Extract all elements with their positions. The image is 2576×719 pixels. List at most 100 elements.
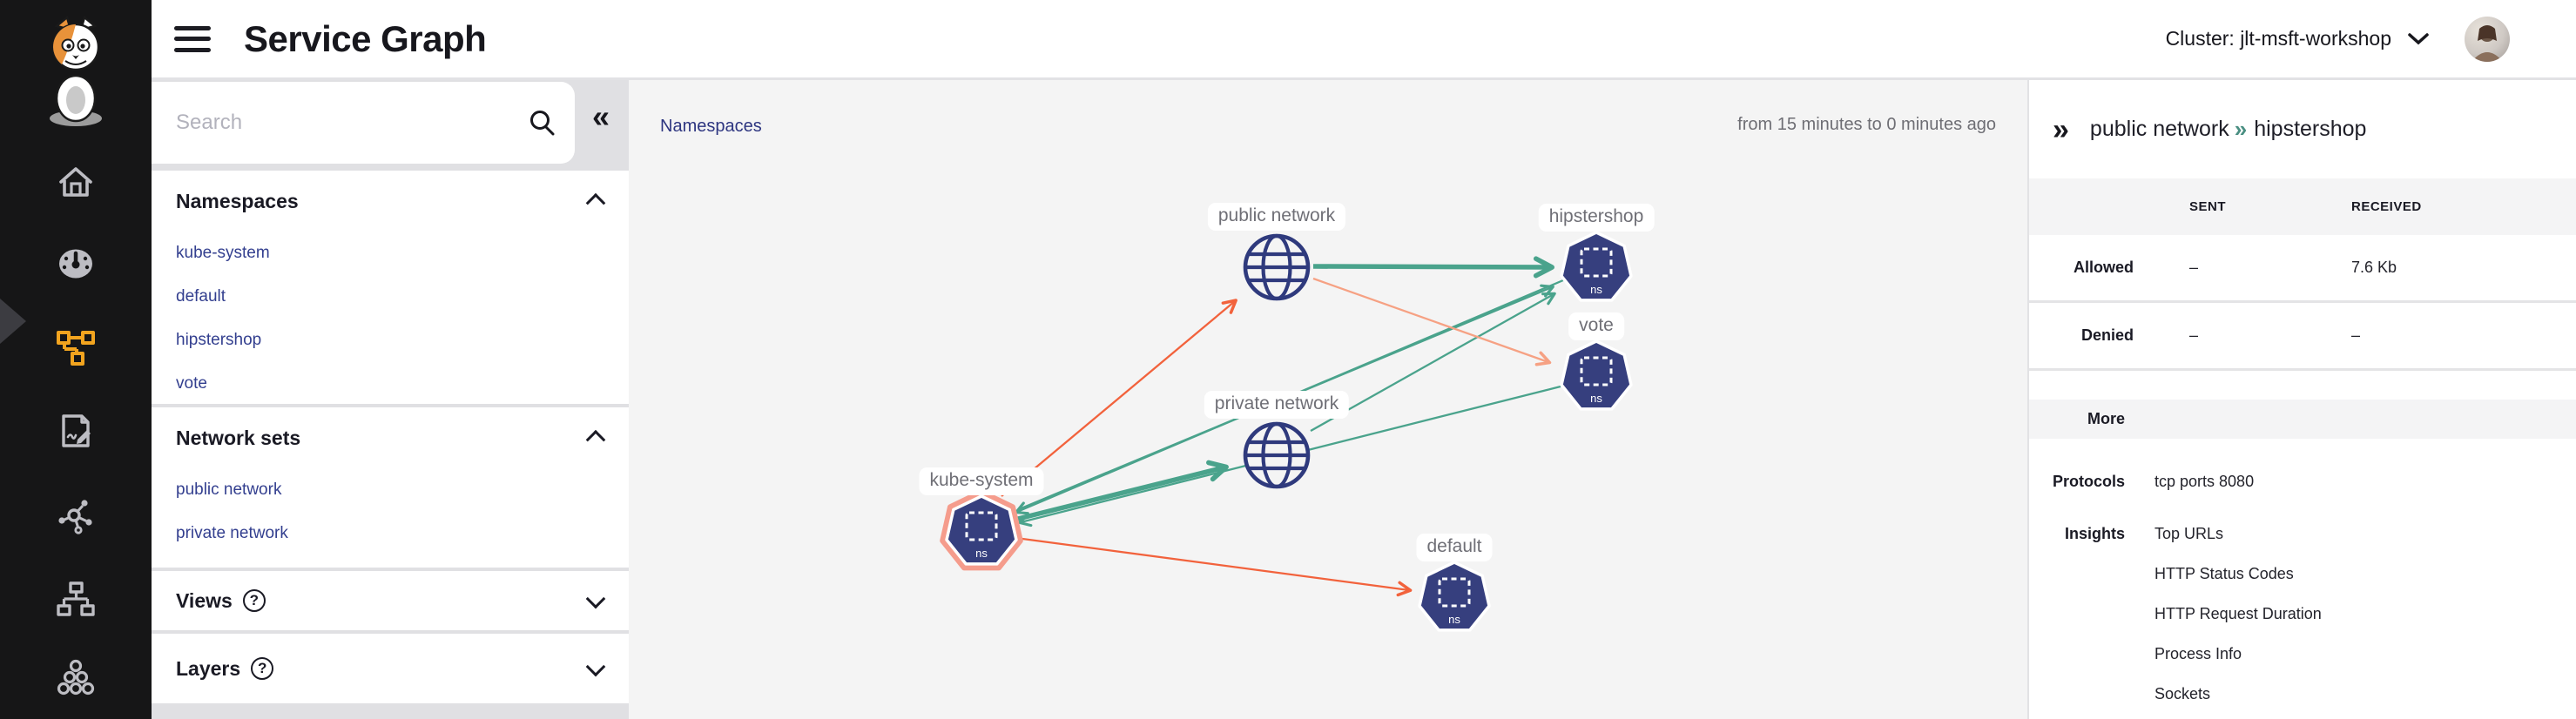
chevron-up-icon[interactable] xyxy=(585,192,606,213)
rail-item-report-edit-icon[interactable] xyxy=(0,402,152,460)
col-sent: SENT xyxy=(2189,199,2227,214)
edge-kube-system-to-default[interactable] xyxy=(1008,535,1413,597)
help-icon[interactable]: ? xyxy=(242,589,266,612)
filter-sidebar: « Namespaces kube-system default hipstersho… xyxy=(152,80,629,719)
sidebar-item-private-network[interactable]: private network xyxy=(176,524,288,542)
section-header-views[interactable]: Views? xyxy=(152,571,629,630)
table-row-allowed: Allowed – 7.6 Kb xyxy=(2029,235,2576,300)
edge-kube-system-to-public-network[interactable] xyxy=(1001,299,1237,497)
more-title: More xyxy=(2087,410,2125,427)
insights-label: Insights xyxy=(2064,525,2125,542)
dashboard-gauge-icon xyxy=(59,249,92,279)
chevron-down-icon[interactable] xyxy=(585,588,606,610)
rail-item-service-graph-icon[interactable] xyxy=(0,299,152,377)
sidebar-section-namespaces: Namespaces kube-system default hipstershop v… xyxy=(152,171,629,404)
user-avatar[interactable] xyxy=(2465,16,2510,62)
sidebar-item-hipstershop[interactable]: hipstershop xyxy=(176,331,262,349)
time-range-label: from 15 minutes to 0 minutes ago xyxy=(1737,115,1996,134)
node-label-kube-system: kube-system xyxy=(919,467,1044,495)
search-row: « xyxy=(152,80,629,167)
table-row-denied: Denied – – xyxy=(2029,303,2576,368)
node-default[interactable]: ns xyxy=(1418,561,1491,632)
help-icon[interactable]: ? xyxy=(251,657,274,680)
svg-text:ns: ns xyxy=(975,547,988,560)
cluster-selector[interactable]: Cluster: jlt-msft-workshop xyxy=(2166,27,2430,50)
edge-private-network-to-hipstershop[interactable] xyxy=(1310,292,1556,433)
edge-public-network-to-hipstershop[interactable] xyxy=(1312,256,1554,279)
row-label: Allowed xyxy=(2073,259,2134,276)
section-title: Layers xyxy=(176,656,241,680)
protocols-label: Protocols xyxy=(2052,473,2125,490)
breadcrumb-source[interactable]: public network xyxy=(2089,117,2229,141)
rail-item-integrations-molecule-icon[interactable] xyxy=(0,487,152,544)
node-label-private-network: private network xyxy=(1204,391,1350,419)
insight-item: HTTP Request Duration xyxy=(2155,605,2322,622)
edge-public-network-to-vote[interactable] xyxy=(1312,277,1552,366)
rail-item-hierarchy-sitemap-icon[interactable] xyxy=(0,571,152,628)
node-label-vote: vote xyxy=(1568,312,1624,340)
insight-item: Process Info xyxy=(2155,645,2242,662)
sidebar-item-public-network[interactable]: public network xyxy=(176,480,282,499)
edge-details-panel: » public network » hipstershop SENT RECE… xyxy=(2027,80,2576,719)
service-graph-icon xyxy=(57,331,95,366)
sidebar-section-layers: Layers? xyxy=(152,634,629,703)
cluster-label: Cluster: jlt-msft-workshop xyxy=(2165,27,2391,50)
collapse-details-icon[interactable]: » xyxy=(2053,112,2069,146)
more-section-header: More xyxy=(2029,400,2576,439)
search-input[interactable] xyxy=(176,111,528,135)
rail-item-home-icon[interactable] xyxy=(0,152,152,210)
section-header-layers[interactable]: Layers? xyxy=(152,634,629,703)
node-private-network[interactable] xyxy=(1243,421,1311,489)
sidebar-section-network-sets: Network sets public network private networ… xyxy=(152,407,629,568)
integrations-molecule-icon xyxy=(58,500,92,534)
left-icon-rail xyxy=(0,0,152,719)
breadcrumb: public network » hipstershop xyxy=(2090,116,2367,143)
denied-received-value: – xyxy=(2351,326,2361,344)
svg-text:ns: ns xyxy=(1448,613,1460,626)
insight-item: HTTP Status Codes xyxy=(2155,565,2294,582)
section-header-network-sets[interactable]: Network sets xyxy=(152,407,629,468)
app-logo-cat xyxy=(32,15,119,129)
node-label-public-network: public network xyxy=(1207,203,1346,231)
section-header-namespaces[interactable]: Namespaces xyxy=(152,171,629,232)
node-kube-system[interactable]: ns xyxy=(940,489,1023,571)
sidebar-item-kube-system[interactable]: kube-system xyxy=(176,244,270,262)
svg-text:ns: ns xyxy=(1590,283,1602,296)
chevron-down-icon xyxy=(2408,32,2429,44)
traffic-table-header: SENT RECEIVED xyxy=(2029,178,2576,235)
section-title: Views xyxy=(176,588,233,612)
col-received: RECEIVED xyxy=(2351,199,2422,214)
graph-canvas[interactable]: Namespaces from 15 minutes to 0 minutes … xyxy=(629,80,2027,719)
search-box[interactable] xyxy=(152,82,575,164)
page-title: Service Graph xyxy=(244,17,487,59)
sidebar-item-default[interactable]: default xyxy=(176,287,226,306)
menu-icon[interactable] xyxy=(174,25,211,52)
search-icon[interactable] xyxy=(528,108,557,138)
details-header: » public network » hipstershop xyxy=(2029,80,2576,178)
node-public-network[interactable] xyxy=(1243,233,1311,301)
top-bar: Service Graph Cluster: jlt-msft-workshop xyxy=(152,0,2576,80)
row-label: Denied xyxy=(2080,326,2134,344)
chevron-down-icon[interactable] xyxy=(585,656,606,678)
rail-item-dashboard-gauge-icon[interactable] xyxy=(0,235,152,292)
node-vote[interactable]: ns xyxy=(1560,339,1633,411)
edge-kube-system-to-private-network[interactable] xyxy=(1014,460,1229,522)
breadcrumb-arrow-icon: » xyxy=(2234,116,2248,142)
svg-text:ns: ns xyxy=(1590,392,1602,405)
home-icon xyxy=(59,167,92,197)
chevron-up-icon[interactable] xyxy=(585,429,606,450)
breadcrumb-target[interactable]: hipstershop xyxy=(2254,117,2367,141)
allowed-received-value: 7.6 Kb xyxy=(2351,259,2397,276)
denied-sent-value: – xyxy=(2189,326,2199,344)
sidebar-item-vote[interactable]: vote xyxy=(176,374,207,393)
insight-item: Sockets xyxy=(2155,685,2211,702)
collapse-panel-icon[interactable]: « xyxy=(591,98,610,134)
protocols-value: tcp ports 8080 xyxy=(2155,473,2255,490)
workloads-hive-icon xyxy=(57,659,95,695)
rail-item-workloads-hive-icon[interactable] xyxy=(0,648,152,706)
insight-item: Top URLs xyxy=(2155,525,2224,542)
protocols-row: Protocols tcp ports 8080 xyxy=(2029,461,2576,501)
node-hipstershop[interactable]: ns xyxy=(1560,231,1633,302)
